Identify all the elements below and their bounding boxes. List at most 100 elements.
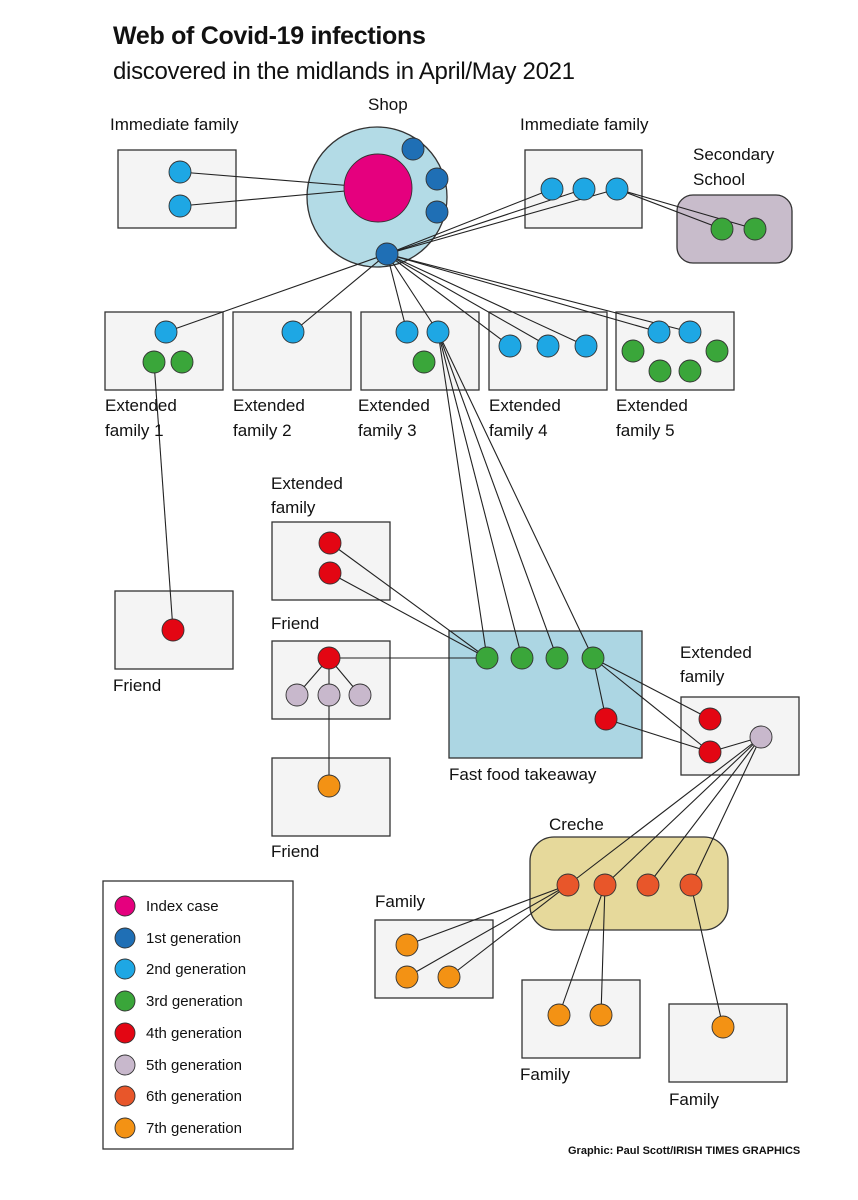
edge xyxy=(616,188,723,230)
edge xyxy=(386,253,660,333)
3rd-generation-node xyxy=(412,350,436,374)
legend-swatch-1st-generation xyxy=(114,927,136,949)
secondary-school-box xyxy=(676,194,793,264)
edge xyxy=(329,542,488,659)
1st-generation-node xyxy=(425,200,449,224)
3rd-generation-node xyxy=(142,350,166,374)
4th-generation-node xyxy=(317,646,341,670)
legend-label-1st-generation: 1st generation xyxy=(146,930,241,947)
7th-generation-node xyxy=(437,965,461,989)
edge xyxy=(165,253,388,333)
2nd-generation-node xyxy=(678,320,702,344)
legend-label-index-case: Index case xyxy=(146,898,219,915)
edge xyxy=(437,331,523,659)
3rd-generation-node xyxy=(475,646,499,670)
3rd-generation-node xyxy=(648,359,672,383)
extended-family-2-label-line1: Extended xyxy=(233,396,305,415)
extended-family-3-label-line2: family 3 xyxy=(358,421,417,440)
legend-swatch-3rd-generation xyxy=(114,990,136,1012)
2nd-generation-node xyxy=(536,334,560,358)
edge xyxy=(567,736,762,886)
index-case-node xyxy=(343,153,413,223)
shop-label: Shop xyxy=(368,95,408,114)
3rd-generation-node xyxy=(743,217,767,241)
edge xyxy=(153,361,174,631)
transmission-lines xyxy=(153,171,762,1028)
extended-family-right-box xyxy=(680,696,800,776)
6th-generation-node xyxy=(593,873,617,897)
2nd-generation-node xyxy=(498,334,522,358)
7th-generation-node xyxy=(547,1003,571,1027)
2nd-generation-node xyxy=(154,320,178,344)
edge xyxy=(592,657,711,753)
immediate-family-left-label: Immediate family xyxy=(110,115,239,134)
legend-label-5th-generation: 5th generation xyxy=(146,1057,242,1074)
7th-generation-node xyxy=(589,1003,613,1027)
legend-swatch-6th-generation xyxy=(114,1085,136,1107)
legend-swatch-4th-generation xyxy=(114,1022,136,1044)
6th-generation-node xyxy=(636,873,660,897)
1st-generation-node xyxy=(401,137,425,161)
3rd-generation-node xyxy=(710,217,734,241)
edge xyxy=(386,188,553,255)
edge xyxy=(386,253,549,347)
4th-generation-node xyxy=(698,740,722,764)
edge xyxy=(690,736,762,886)
edge xyxy=(386,253,691,333)
page-subtitle: discovered in the midlands in April/May … xyxy=(113,58,575,85)
extended-family-right-label-line2: family xyxy=(680,667,725,686)
3rd-generation-node xyxy=(545,646,569,670)
edge xyxy=(558,884,606,1016)
family-mid-label: Family xyxy=(520,1065,571,1084)
legend-swatch-7th-generation xyxy=(114,1117,136,1139)
6th-generation-node xyxy=(556,873,580,897)
edge xyxy=(386,253,511,347)
2nd-generation-node xyxy=(426,320,450,344)
friend-bottom-label: Friend xyxy=(271,842,319,861)
family-right-label: Family xyxy=(669,1090,720,1109)
4th-generation-node xyxy=(318,561,342,585)
edge xyxy=(604,736,762,886)
1st-generation-node xyxy=(425,167,449,191)
legend-box xyxy=(102,880,294,1150)
legend-label-3rd-generation: 3rd generation xyxy=(146,993,243,1010)
extended-family-5-label-line1: Extended xyxy=(616,396,688,415)
family-right-box xyxy=(668,1003,788,1083)
family-mid-box xyxy=(521,979,641,1059)
group-labels: Shop Immediate family Immediate family S… xyxy=(105,95,775,1109)
edge xyxy=(386,253,439,333)
creche-box xyxy=(529,836,729,931)
edge xyxy=(292,253,388,333)
edge xyxy=(690,884,724,1028)
extended-family-3-label-line1: Extended xyxy=(358,396,430,415)
edge xyxy=(605,718,711,753)
2nd-generation-node xyxy=(572,177,596,201)
5th-generation-node xyxy=(285,683,309,707)
family-left-box xyxy=(374,919,494,999)
5th-generation-node xyxy=(348,683,372,707)
secondary-school-label-line2: School xyxy=(693,170,745,189)
6th-generation-node xyxy=(679,873,703,897)
2nd-generation-node xyxy=(540,177,564,201)
legend-label-2nd-generation: 2nd generation xyxy=(146,961,246,978)
7th-generation-node xyxy=(395,965,419,989)
edge xyxy=(437,331,488,659)
3rd-generation-node xyxy=(678,359,702,383)
extended-family-4-label-line2: family 4 xyxy=(489,421,548,440)
extended-family-right-label-line1: Extended xyxy=(680,643,752,662)
7th-generation-node xyxy=(317,774,341,798)
7th-generation-node xyxy=(711,1015,735,1039)
3rd-generation-node xyxy=(510,646,534,670)
edge xyxy=(600,884,606,1016)
edge xyxy=(386,188,618,255)
edge xyxy=(592,657,711,720)
legend-label-6th-generation: 6th generation xyxy=(146,1088,242,1105)
legend-label-4th-generation: 4th generation xyxy=(146,1025,242,1042)
extended-family-2-label-line2: family 2 xyxy=(233,421,292,440)
edge xyxy=(386,253,408,333)
page-title: Web of Covid-19 infections xyxy=(113,22,426,50)
extended-family-5-label-line2: family 5 xyxy=(616,421,675,440)
4th-generation-node xyxy=(161,618,185,642)
2nd-generation-node xyxy=(168,194,192,218)
